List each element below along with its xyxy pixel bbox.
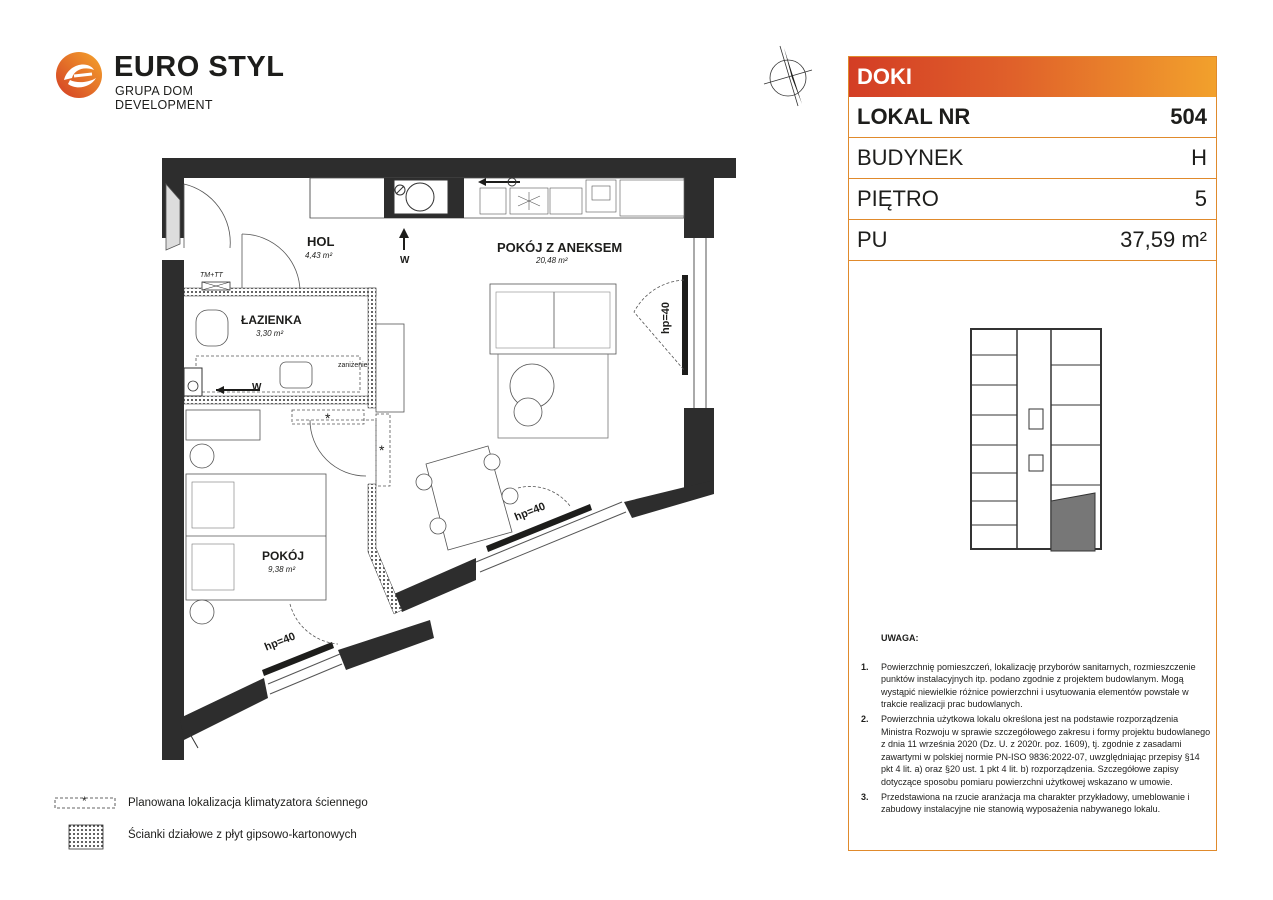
note-text: Przedstawiona na rzucie aranżacja ma cha… bbox=[881, 791, 1190, 815]
legend-row-drywall: Ścianki działowe z płyt gipsowo-kartonow… bbox=[54, 824, 474, 850]
building-key-plan bbox=[970, 328, 1102, 552]
floor-plan-drawing bbox=[162, 158, 736, 760]
legend-ac-symbol: * bbox=[82, 794, 87, 808]
info-lokal-value: 504 bbox=[1170, 104, 1207, 129]
note-item: 1. Powierzchnię pomieszczeń, lokalizację… bbox=[861, 661, 1211, 711]
note-text: Powierzchnię pomieszczeń, lokalizację pr… bbox=[881, 661, 1196, 710]
euro-styl-logo-icon bbox=[56, 52, 102, 98]
drywall-pattern-icon bbox=[68, 824, 104, 850]
notes-section: UWAGA: 1. Powierzchnię pomieszczeń, loka… bbox=[861, 632, 1211, 818]
w-mark-bathroom: W bbox=[252, 382, 262, 393]
room-pokoj-area: 9,38 m² bbox=[268, 565, 296, 574]
notes-title: UWAGA: bbox=[881, 633, 919, 643]
ac-mark-bedroom: * bbox=[325, 410, 331, 426]
room-lazienka-name: ŁAZIENKA bbox=[241, 313, 302, 327]
room-lazienka-area: 3,30 m² bbox=[256, 329, 284, 338]
info-lokal-key: LOKAL NR bbox=[857, 104, 971, 129]
info-budynek-value: H bbox=[1191, 145, 1207, 170]
legend: * Planowana lokalizacja klimatyzatora śc… bbox=[54, 790, 474, 860]
floor-plan: HOL 4,43 m² POKÓJ Z ANEKSEM 20,48 m² ŁAZ… bbox=[150, 150, 760, 760]
ac-mark-living: * bbox=[379, 442, 385, 458]
info-pu-key: PU bbox=[857, 227, 888, 252]
investment-name: DOKI bbox=[849, 57, 1216, 97]
brand-subtitle: GRUPA DOM DEVELOPMENT bbox=[115, 84, 213, 112]
info-row-pietro: PIĘTRO 5 bbox=[849, 179, 1216, 220]
note-number: 2. bbox=[861, 713, 869, 724]
info-pietro-value: 5 bbox=[1194, 186, 1207, 211]
brand-logo: EURO STYL GRUPA DOM DEVELOPMENT bbox=[54, 50, 294, 112]
brand-name: EURO STYL bbox=[114, 51, 285, 83]
w-mark-kitchen: W bbox=[400, 255, 410, 266]
note-item: 2. Powierzchnia użytkowa lokalu określon… bbox=[861, 713, 1211, 789]
hp-label-east: hp=40 bbox=[660, 301, 673, 335]
note-text: Powierzchnia użytkowa lokalu określona j… bbox=[881, 713, 1211, 787]
note-number: 1. bbox=[861, 661, 869, 672]
info-pietro-key: PIĘTRO bbox=[857, 186, 939, 211]
room-pokoj-name: POKÓJ bbox=[262, 549, 305, 563]
apartment-info-panel: DOKI LOKAL NR 504 BUDYNEK H PIĘTRO 5 PU … bbox=[848, 56, 1217, 851]
note-item: 3. Przedstawiona na rzucie aranżacja ma … bbox=[861, 791, 1211, 816]
room-pokoj-z-aneksem-area: 20,48 m² bbox=[536, 256, 568, 265]
north-arrow-icon bbox=[763, 45, 813, 107]
info-row-pu: PU 37,59 m² bbox=[849, 220, 1216, 261]
room-hol-name: HOL bbox=[307, 234, 335, 249]
info-budynek-key: BUDYNEK bbox=[857, 145, 964, 170]
zanizenie-label: zaniżenie bbox=[338, 362, 368, 369]
legend-row-ac: * Planowana lokalizacja klimatyzatora śc… bbox=[54, 792, 474, 816]
legend-drywall-text: Ścianki działowe z płyt gipsowo-kartonow… bbox=[128, 829, 357, 841]
room-hol-area: 4,43 m² bbox=[305, 251, 333, 260]
legend-ac-text: Planowana lokalizacja klimatyzatora ście… bbox=[128, 797, 368, 809]
note-number: 3. bbox=[861, 791, 869, 802]
tm-tt-label: TM+TT bbox=[200, 272, 223, 279]
info-row-lokal: LOKAL NR 504 bbox=[849, 97, 1216, 138]
info-row-budynek: BUDYNEK H bbox=[849, 138, 1216, 179]
ac-unit-symbol-icon bbox=[54, 797, 116, 809]
info-pu-value: 37,59 m² bbox=[1120, 227, 1207, 252]
room-pokoj-z-aneksem-name: POKÓJ Z ANEKSEM bbox=[497, 240, 623, 255]
